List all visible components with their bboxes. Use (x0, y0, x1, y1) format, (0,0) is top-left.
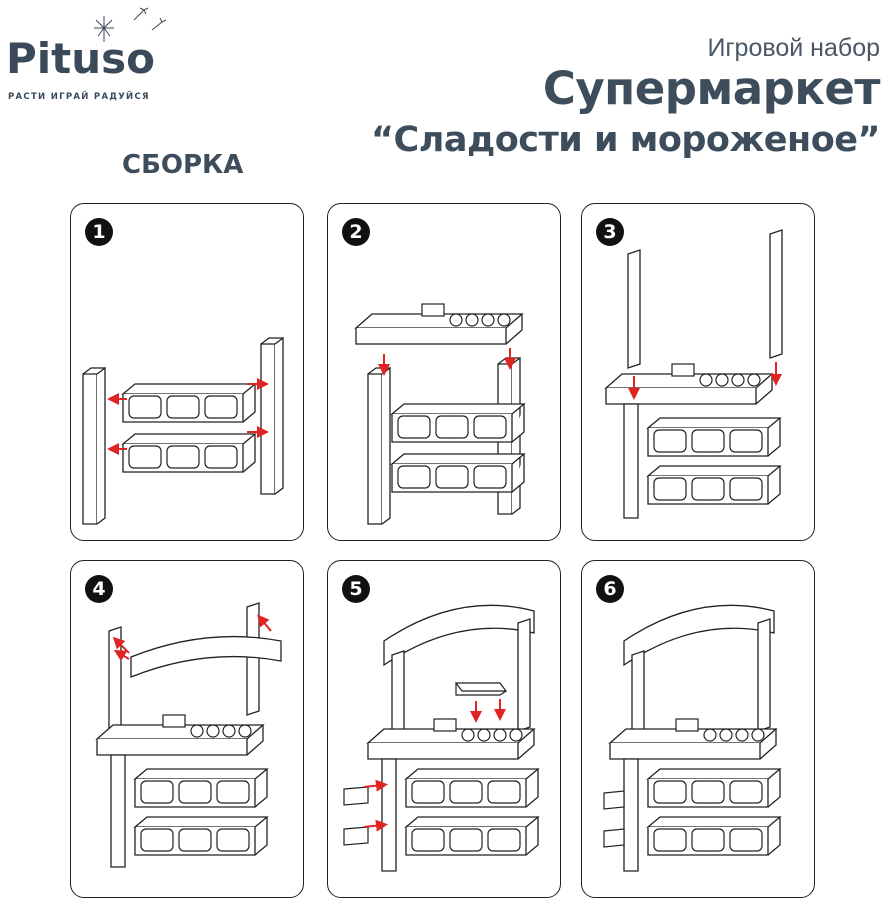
brand-name: Pituso (6, 34, 156, 83)
step-illustration-2 (355, 303, 525, 525)
step-illustration-3 (605, 229, 783, 519)
step-panel-5: 5 (327, 560, 561, 898)
brand-tagline: РАСТИ ИГРАЙ РАДУЙСЯ (8, 92, 150, 102)
step-number-4: 4 (85, 575, 113, 603)
step-panel-4: 4 (70, 560, 304, 898)
step-panel-1: 1 (70, 203, 304, 541)
step-illustration-5 (343, 604, 539, 872)
product-name: “Сладости и мороженое” (371, 120, 881, 160)
step-number-6: 6 (596, 575, 624, 603)
header-subtitle: Игровой набор (707, 34, 880, 62)
step-number-5: 5 (342, 575, 370, 603)
step-illustration-4 (96, 602, 282, 868)
step-number-2: 2 (342, 218, 370, 246)
step-illustration-1 (82, 337, 284, 525)
brand-logo: Pituso РАСТИ ИГРАЙ РАДУЙСЯ (6, 6, 176, 106)
step-number-1: 1 (85, 218, 113, 246)
header-title: Супермаркет (542, 62, 881, 115)
step-illustration-6 (603, 604, 781, 872)
step-number-3: 3 (596, 218, 624, 246)
step-panel-2: 2 (327, 203, 561, 541)
step-panel-3: 3 (581, 203, 815, 541)
dandelion-icon (94, 7, 167, 42)
section-title: СБОРКА (122, 150, 244, 180)
step-panel-6: 6 (581, 560, 815, 898)
